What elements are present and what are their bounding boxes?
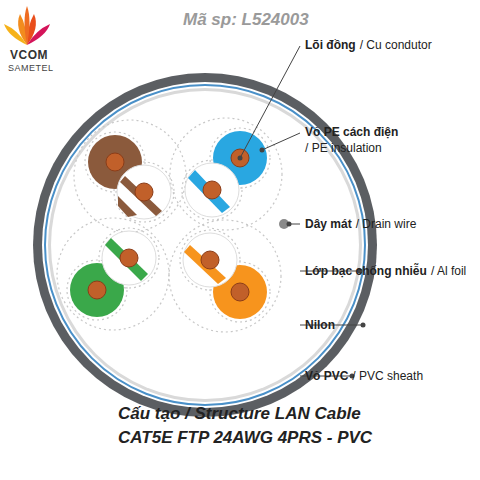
callout-row: / PE insulation (305, 141, 382, 155)
callout-row: Nilon (305, 318, 335, 332)
callout-row: Vỏ PE cách điện (305, 125, 398, 139)
copper-conductor (88, 149, 249, 301)
callout-label: Vỏ PVC (305, 369, 348, 383)
callout-label: Nilon (305, 318, 335, 332)
callout-row: Lõi đồng / Cu condutor (305, 38, 432, 52)
callout-row: Dây mát / Drain wire (305, 217, 416, 231)
leader-dot (238, 148, 366, 379)
callout-label: / Al foil (431, 264, 466, 278)
callout-label: / Drain wire (356, 217, 417, 231)
callout-label: Dây mát (305, 217, 352, 231)
callout-label: Vỏ PE cách điện (305, 125, 398, 139)
callout-row: Vỏ PVC / PVC sheath (305, 369, 423, 383)
pvc-sheath (33, 73, 377, 417)
logo-icon (4, 6, 50, 45)
leader-line (240, 46, 363, 376)
callout-row: Lớp bạc chống nhiễu / Al foil (305, 264, 466, 278)
callout-label: / Cu condutor (360, 38, 432, 52)
callout-label: / PE insulation (305, 141, 382, 155)
caption-line: Cấu tạo / Structure LAN Cable (118, 404, 361, 424)
logo-text: SAMETEL (8, 63, 54, 73)
callout-label: / PVC sheath (352, 369, 423, 383)
logo-text: VCOM (10, 48, 48, 62)
product-code: Mã sp: L524003 (183, 10, 309, 30)
pair-outline (57, 118, 282, 332)
caption-line: CAT5E FTP 24AWG 4PRS - PVC (118, 428, 372, 448)
callout-label: Lớp bạc chống nhiễu (305, 264, 427, 278)
callout-label: Lõi đồng (305, 38, 356, 52)
